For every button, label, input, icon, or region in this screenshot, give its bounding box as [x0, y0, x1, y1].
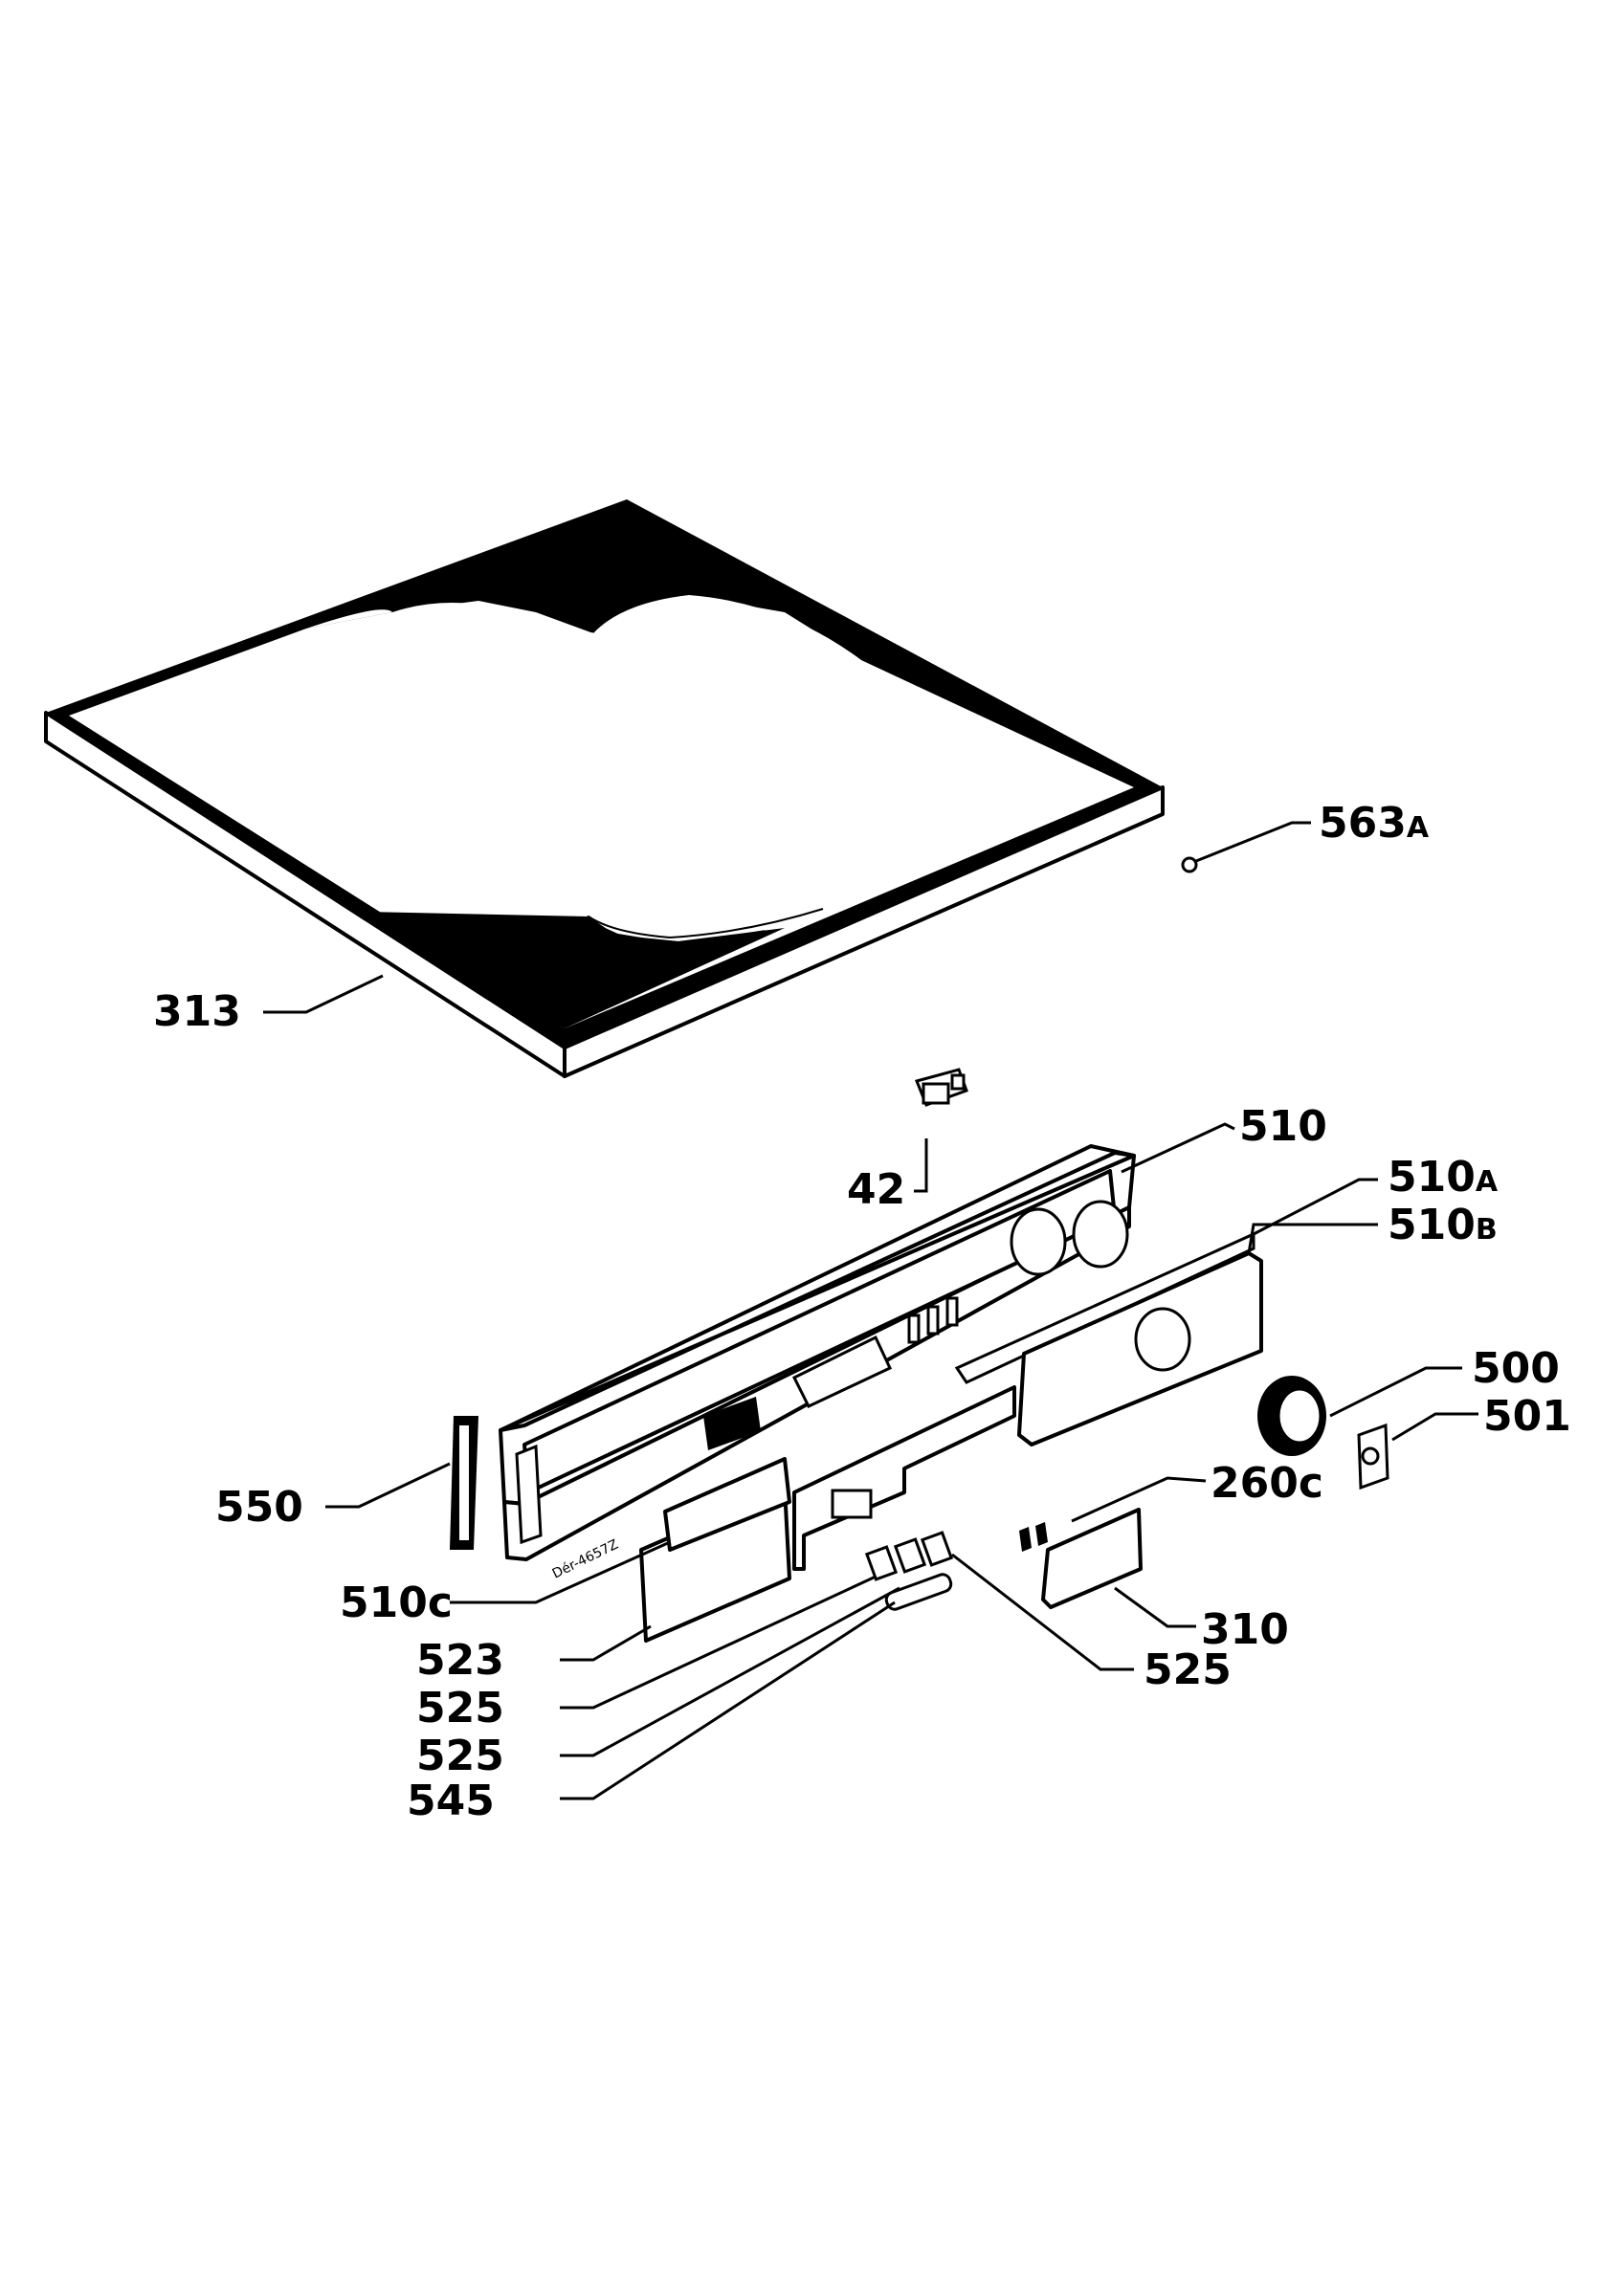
callout-500: 500	[1472, 1344, 1560, 1393]
callout-510b: 510B	[1388, 1201, 1498, 1249]
callout-313: 313	[153, 987, 241, 1036]
part-500-knob	[1257, 1376, 1326, 1456]
callout-525-a: 525	[416, 1684, 504, 1733]
part-510-control-panel: Dér-4657Z	[499, 1144, 1136, 1582]
part-525-buttons	[864, 1531, 954, 1581]
part-510b-display-panel	[1017, 1251, 1263, 1446]
part-563a-screw	[1181, 856, 1198, 873]
callout-525-c: 525	[1144, 1645, 1232, 1694]
callout-510a: 510A	[1388, 1153, 1499, 1202]
callout-labels: 313 563A 42 510 510A 510B 500 501 550 26…	[153, 799, 1571, 1825]
part-550-seal-strip	[450, 1416, 478, 1550]
part-313-worktop	[44, 499, 1165, 1078]
callout-510b-suffix: B	[1476, 1213, 1498, 1247]
part-545-rocker	[884, 1573, 953, 1611]
callout-525-b: 525	[416, 1732, 504, 1780]
part-501-bracket	[1357, 1423, 1389, 1490]
callout-523: 523	[416, 1636, 504, 1685]
leader-lines	[263, 821, 1478, 1800]
callout-550: 550	[215, 1483, 303, 1532]
callout-563a: 563A	[1319, 799, 1430, 848]
part-310-flap	[1041, 1508, 1143, 1609]
callout-563a-suffix: A	[1407, 811, 1430, 845]
callout-563a-num: 563	[1319, 799, 1407, 848]
callout-260c: 260c	[1211, 1459, 1323, 1508]
part-510a-trim-strip	[954, 1231, 1255, 1384]
callout-510: 510	[1239, 1102, 1327, 1151]
callout-510c: 510c	[340, 1578, 453, 1627]
callout-510a-num: 510	[1388, 1153, 1476, 1202]
part-260c-clip	[1019, 1522, 1048, 1552]
callout-310: 310	[1201, 1605, 1289, 1654]
callout-501: 501	[1483, 1392, 1571, 1441]
callout-545: 545	[407, 1777, 495, 1825]
part-inner-board	[792, 1385, 1016, 1571]
part-42-clip	[914, 1068, 968, 1107]
part-523-cover	[639, 1457, 791, 1643]
callout-510b-num: 510	[1388, 1201, 1476, 1249]
panel-stamp: Dér-4657Z	[550, 1537, 621, 1582]
callout-510a-suffix: A	[1476, 1165, 1499, 1199]
callout-42: 42	[847, 1165, 905, 1214]
